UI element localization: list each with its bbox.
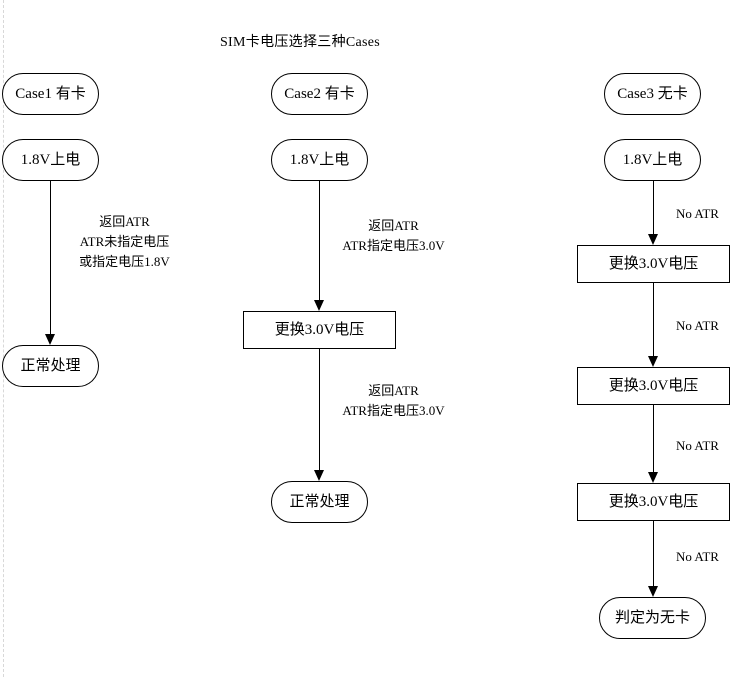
node-case2-power[interactable]: 1.8V上电 <box>271 139 368 181</box>
node-case1-power[interactable]: 1.8V上电 <box>2 139 99 181</box>
edge-label-line: 返回ATR <box>368 383 419 398</box>
edge-label-case1-atr: 返回ATR ATR未指定电压 或指定电压1.8V <box>62 212 187 272</box>
edge-label-case3-noatr-3: No ATR <box>676 436 749 456</box>
edge-label-case3-noatr-4: No ATR <box>676 547 749 567</box>
edge-label-line: No ATR <box>676 318 719 333</box>
node-case3-switch-3v-1[interactable]: 更换3.0V电压 <box>577 245 730 283</box>
edge-label-line: ATR指定电压3.0V <box>342 238 445 254</box>
edge-label-line: ATR未指定电压 <box>79 234 170 250</box>
edge-label-line: 返回ATR <box>368 218 419 233</box>
node-case2-start[interactable]: Case2 有卡 <box>271 73 368 115</box>
diagram-title: SIM卡电压选择三种Cases <box>219 35 381 50</box>
edge-label-case3-noatr-2: No ATR <box>676 316 749 336</box>
page-guide-line <box>3 0 4 677</box>
edge-label-line: No ATR <box>676 438 719 453</box>
edge-label-line: No ATR <box>676 549 719 564</box>
node-case2-normal[interactable]: 正常处理 <box>271 481 368 523</box>
node-case3-power[interactable]: 1.8V上电 <box>604 139 701 181</box>
edge-label-line: 或指定电压1.8V <box>79 254 170 270</box>
node-case3-switch-3v-3[interactable]: 更换3.0V电压 <box>577 483 730 521</box>
edge-label-case3-noatr-1: No ATR <box>676 204 749 224</box>
edge-label-line: ATR指定电压3.0V <box>342 403 445 419</box>
edge-label-line: 返回ATR <box>99 214 150 229</box>
node-case2-switch-3v[interactable]: 更换3.0V电压 <box>243 311 396 349</box>
node-case1-normal[interactable]: 正常处理 <box>2 345 99 387</box>
node-case3-switch-3v-2[interactable]: 更换3.0V电压 <box>577 367 730 405</box>
edge-label-case2-atr-2: 返回ATR ATR指定电压3.0V <box>331 381 456 421</box>
edge-label-line: No ATR <box>676 206 719 221</box>
node-case3-nocard[interactable]: 判定为无卡 <box>599 597 706 639</box>
node-case3-start[interactable]: Case3 无卡 <box>604 73 701 115</box>
edge-label-case2-atr-1: 返回ATR ATR指定电压3.0V <box>331 216 456 256</box>
node-case1-start[interactable]: Case1 有卡 <box>2 73 99 115</box>
